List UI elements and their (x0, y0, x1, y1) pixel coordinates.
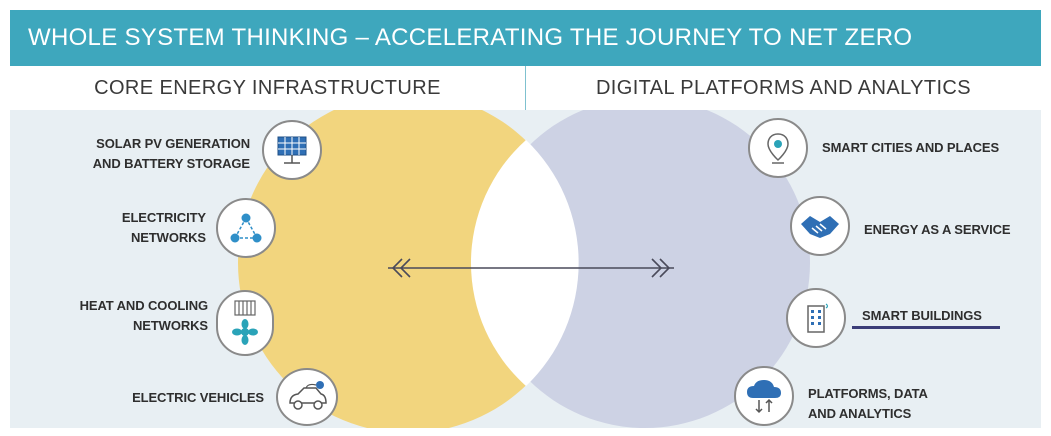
electric-car-icon (276, 368, 338, 426)
label-electricity-networks: ELECTRICITY NETWORKS (100, 208, 206, 248)
label-platforms-data: PLATFORMS, DATA AND ANALYTICS (808, 384, 928, 424)
venn-diagram (238, 110, 810, 428)
right-arrowhead-inner (651, 258, 663, 278)
page-title: WHOLE SYSTEM THINKING – ACCELERATING THE… (28, 24, 913, 51)
radiator-fan-icon (216, 290, 274, 356)
left-arrowhead (391, 258, 403, 278)
label-solar-pv: SOLAR PV GENERATION AND BATTERY STORAGE (66, 134, 250, 174)
right-column-heading: DIGITAL PLATFORMS AND ANALYTICS (595, 76, 972, 99)
left-arrowhead-inner (399, 258, 411, 278)
label-line: HEAT AND COOLING (79, 298, 209, 313)
diagram-frame: WHOLE SYSTEM THINKING – ACCELERATING THE… (10, 10, 1041, 428)
overlap-region (470, 140, 579, 386)
label-line: PLATFORMS, DATA (808, 386, 928, 401)
label-line: AND ANALYTICS (808, 406, 912, 421)
cloud-data-icon (734, 366, 794, 426)
label-smart-cities: SMART CITIES AND PLACES (822, 138, 999, 158)
smart-building-icon (786, 288, 846, 348)
label-line: NETWORKS (130, 230, 206, 245)
left-column-heading: CORE ENERGY INFRASTRUCTURE (10, 66, 526, 110)
label-heat-cooling: HEAT AND COOLING NETWORKS (48, 296, 209, 336)
label-electric-vehicles: ELECTRIC VEHICLES (110, 388, 264, 408)
network-nodes-icon (216, 198, 276, 258)
column-header-row: CORE ENERGY INFRASTRUCTURE DIGITAL PLATF… (10, 66, 1041, 110)
label-line: AND BATTERY STORAGE (92, 156, 250, 171)
title-bar: WHOLE SYSTEM THINKING – ACCELERATING THE… (10, 10, 1041, 66)
label-energy-as-a-service: ENERGY AS A SERVICE (864, 220, 1011, 240)
label-line: ENERGY AS A SERVICE (864, 222, 1011, 237)
label-line: SMART BUILDINGS (862, 308, 982, 323)
label-line: ELECTRIC VEHICLES (132, 390, 264, 405)
handshake-icon (790, 196, 850, 256)
right-arrowhead (659, 258, 671, 278)
label-smart-buildings: SMART BUILDINGS (862, 306, 982, 326)
solar-panel-icon (262, 120, 322, 180)
label-line: SOLAR PV GENERATION (96, 136, 250, 151)
smart-buildings-underline (852, 326, 1000, 329)
location-pin-icon (748, 118, 808, 178)
label-line: ELECTRICITY (121, 210, 206, 225)
label-line: NETWORKS (132, 318, 208, 333)
right-circle (480, 110, 810, 428)
label-line: SMART CITIES AND PLACES (822, 140, 1000, 155)
